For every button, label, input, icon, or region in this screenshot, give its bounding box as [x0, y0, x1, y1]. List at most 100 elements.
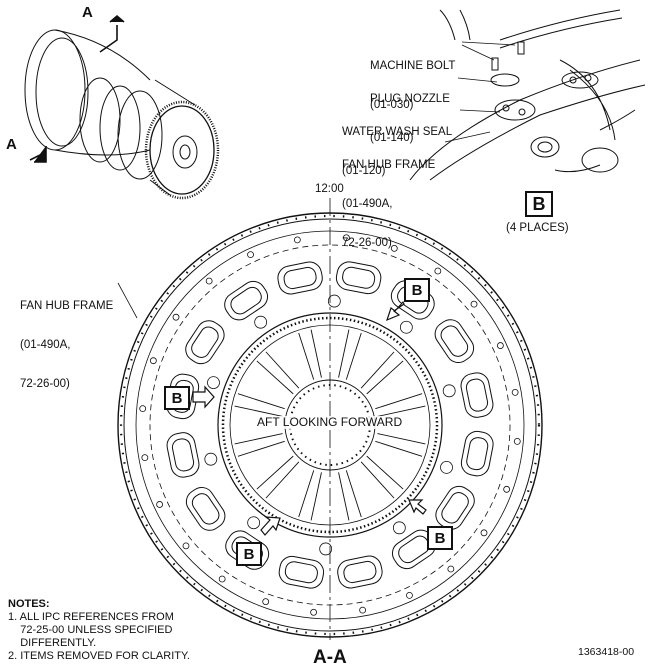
pad-outline [185, 486, 226, 531]
stud [511, 388, 519, 396]
stud [172, 313, 180, 321]
spoke [256, 455, 300, 499]
plug-nozzle-name: PLUG NOZZLE [370, 93, 450, 105]
pad-inner [343, 560, 377, 584]
fan-hub-frame-view [117, 212, 543, 638]
spoke [256, 351, 300, 395]
callout-b-top-right: B [404, 278, 430, 302]
water-wash-seal-name: WATER WASH SEAL [342, 126, 453, 138]
frame-pad [224, 280, 269, 321]
stud [149, 357, 157, 365]
fan-hub-frame-top-ref: (01-490A, [342, 198, 393, 210]
stud [141, 454, 149, 462]
note-line: 72-25-00 UNLESS SPECIFIED [8, 624, 173, 636]
fan-hub-frame-left-label: FAN HUB FRAME (01-490A, 72-26-00) [20, 274, 113, 404]
stud [434, 267, 442, 275]
stud [218, 575, 226, 583]
pad-outline [277, 261, 323, 295]
stud [139, 405, 147, 413]
spoke [360, 351, 404, 395]
fan-hub-isometric [24, 29, 220, 200]
water-wash-seal-label: WATER WASH SEAL (01-120) [342, 100, 452, 191]
frame-pad [460, 372, 494, 418]
frame-pad [460, 430, 494, 477]
pad-inner [230, 286, 262, 315]
fan-hub-frame-top-label: FAN HUB FRAME (01-490A, 72-26-00) [342, 133, 435, 263]
water-wash-seal-ref: (01-120) [342, 165, 386, 177]
frame-pad [434, 319, 475, 364]
boss [442, 384, 456, 398]
machine-bolt-name: MACHINE BOLT [370, 60, 456, 72]
pad-inner [342, 266, 376, 289]
note-line: 2. ITEMS REMOVED FOR CLARITY. [8, 650, 190, 662]
stud [247, 251, 254, 259]
outer-pads [166, 261, 494, 589]
stud [496, 342, 504, 349]
pad-outline [166, 432, 200, 478]
machine-bolt-label: MACHINE BOLT (01-030) [370, 34, 455, 125]
stud [359, 606, 367, 614]
frame-pad [185, 486, 226, 531]
detail-b-sketch [409, 9, 646, 181]
boss [327, 294, 341, 308]
frame-pad [166, 432, 200, 478]
notes-block: NOTES: 1. ALL IPC REFERENCES FROM 72-25-… [8, 598, 190, 663]
fan-hub-frame-top-name: FAN HUB FRAME [342, 159, 436, 171]
boss [392, 521, 406, 535]
spoke [338, 470, 362, 521]
section-arrow-bottom-letter: A [6, 136, 17, 153]
pad-inner [441, 492, 469, 524]
leader-lines-top [444, 41, 516, 143]
figure-number: 1363418-00 [578, 646, 635, 658]
pad-inner [465, 378, 489, 412]
section-arrow-bottom [29, 146, 47, 163]
spoke [234, 433, 285, 457]
stud [156, 501, 164, 508]
spoke [338, 329, 362, 380]
stud [480, 529, 488, 537]
pad-outline [460, 372, 494, 418]
stud [310, 608, 318, 616]
left-label-leader [117, 282, 138, 319]
stud [513, 437, 521, 445]
boss [254, 315, 268, 329]
fan-hub-frame-top-ref2: 72-26-00) [342, 237, 392, 249]
fan-hub-frame-left-name: FAN HUB FRAME [20, 300, 114, 312]
detail-b-box [525, 191, 553, 217]
pad-inner [466, 437, 489, 471]
pad-outline [185, 320, 225, 365]
stud [262, 598, 270, 606]
pad-outline [224, 280, 269, 321]
section-title: A-A [313, 647, 347, 668]
machine-bolt-ref: (01-030) [370, 99, 414, 111]
hub-spokes [234, 329, 426, 521]
frame-pad [277, 261, 323, 295]
fan-hub-frame-left-ref: (01-490A, [20, 339, 71, 351]
stud [503, 485, 511, 493]
section-arrow-top-letter: A [82, 4, 93, 21]
spoke [298, 329, 322, 380]
pad-inner [283, 266, 317, 290]
frame-pad [185, 320, 225, 365]
stud [447, 565, 455, 573]
bolt-studs [139, 234, 521, 616]
frame-pad [337, 555, 383, 589]
frame-pad [278, 555, 325, 589]
spoke [360, 455, 404, 499]
view-direction-label: AFT LOOKING FORWARD [257, 415, 403, 429]
spoke [375, 433, 426, 457]
note-line: 1. ALL IPC REFERENCES FROM [8, 611, 174, 623]
plug-nozzle-ref: (01-140) [370, 132, 414, 144]
boss [207, 376, 220, 389]
boss [319, 542, 333, 556]
stud [342, 234, 350, 242]
stud [470, 300, 478, 308]
stud [182, 542, 190, 550]
spoke [298, 470, 322, 521]
pad-inner [191, 493, 220, 525]
stud [390, 244, 398, 252]
clock-label: 12:00 [315, 183, 344, 195]
callout-b-bottom-right: B [427, 526, 453, 550]
pad-inner [440, 325, 469, 357]
